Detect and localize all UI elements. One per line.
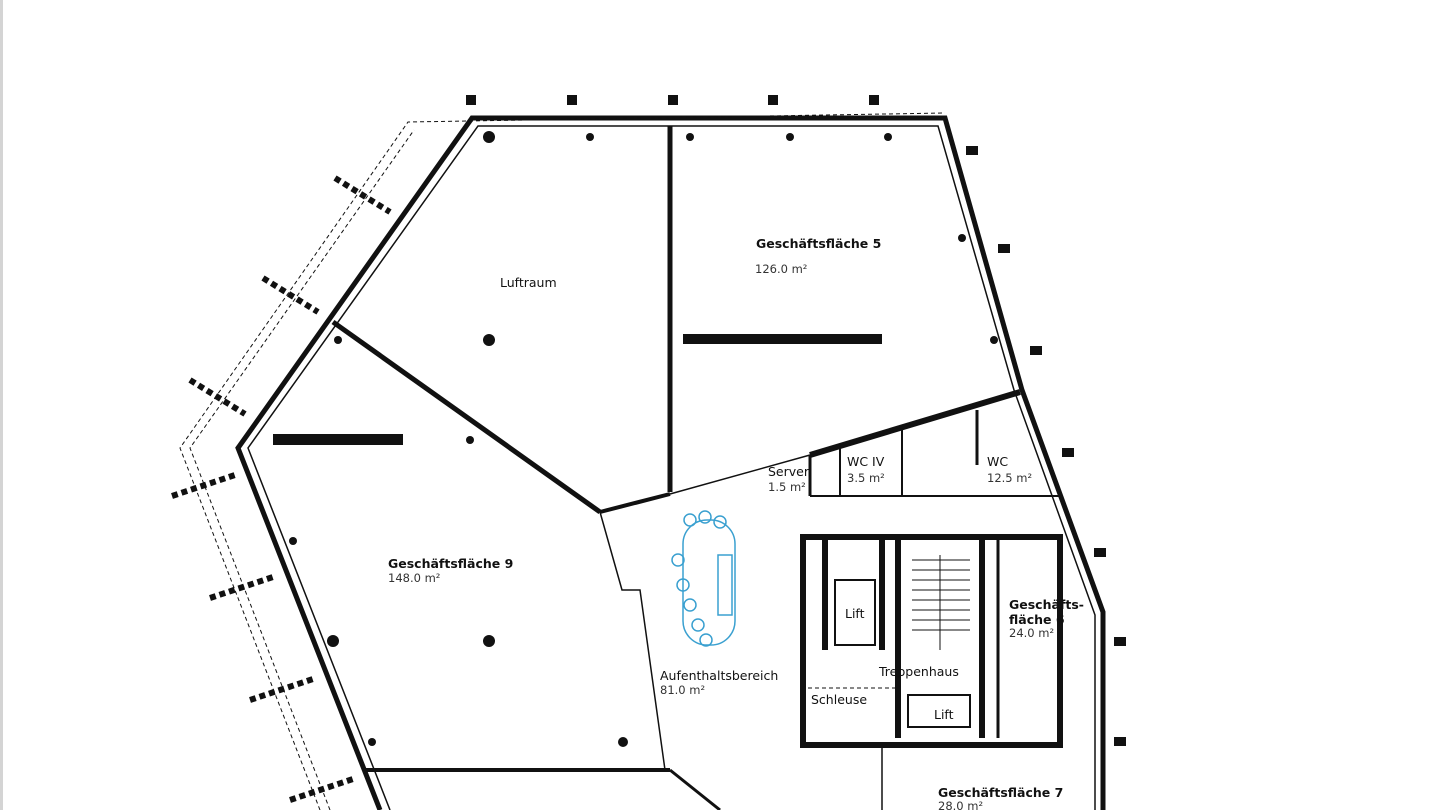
room-luftraum: Luftraum [500, 275, 557, 290]
facade-columns [466, 95, 1126, 746]
room-aufenthalt-area: 81.0 m² [660, 683, 705, 697]
outer-walls [179, 112, 1106, 810]
column-dots [289, 131, 998, 747]
room-lift-1: Lift [845, 606, 865, 621]
room-lift-2: Lift [934, 707, 954, 722]
bars [273, 334, 882, 445]
room-gf5: Geschäftsfläche 5 [756, 236, 881, 251]
room-gf9-area: 148.0 m² [388, 571, 440, 585]
room-wc: WC [987, 454, 1008, 469]
room-wc-area: 12.5 m² [987, 471, 1032, 485]
viewer-edge [0, 0, 3, 810]
room-gf7: Geschäftsfläche 7 [938, 785, 1063, 800]
room-wciv: WC IV [847, 454, 885, 469]
room-gf9: Geschäftsfläche 9 [388, 556, 513, 571]
room-gf5-area: 126.0 m² [755, 262, 807, 276]
sunshade-fins [171, 175, 392, 803]
room-treppenhaus: Treppenhaus [878, 664, 959, 679]
room-server-area: 1.5 m² [768, 480, 806, 494]
room-labels: Luftraum Geschäftsfläche 5 126.0 m² Gesc… [388, 236, 1084, 810]
room-server: Server [768, 464, 810, 479]
room-gf6-area: 24.0 m² [1009, 626, 1054, 640]
room-gf7-area: 28.0 m² [938, 799, 983, 810]
room-gf6-line2: fläche 6 [1009, 612, 1065, 627]
room-wciv-area: 3.5 m² [847, 471, 885, 485]
room-aufenthalt: Aufenthaltsbereich [660, 668, 778, 683]
room-schleuse: Schleuse [811, 692, 867, 707]
interior-walls [331, 126, 1060, 810]
room-gf6: Geschäfts- [1009, 597, 1084, 612]
seating-furniture-icon [671, 510, 736, 647]
core [800, 534, 1063, 748]
